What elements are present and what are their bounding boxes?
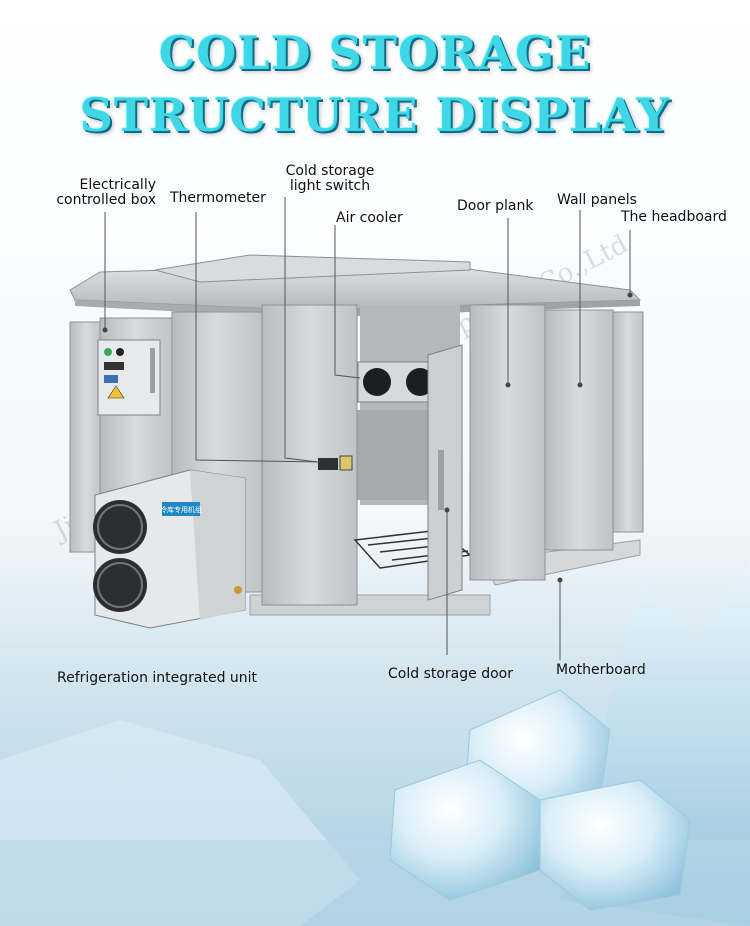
title-line-2: STRUCTURE DISPLAY: [79, 88, 671, 142]
leader-dots: [102, 292, 633, 583]
unit-badge-text: 冷库专用机组: [160, 505, 202, 514]
label-headboard: The headboard: [621, 209, 727, 225]
label-wall-panels: Wall panels: [557, 192, 637, 208]
label-cold-storage-door: Cold storage door: [388, 666, 513, 682]
label-ecb-line1: Electrically: [79, 177, 156, 193]
label-ecb-line2: controlled box: [56, 192, 156, 208]
leader-lines: [104, 197, 631, 660]
electrically-controlled-box: [97, 339, 161, 416]
label-electrically-controlled-box: Electrically controlled box: [40, 178, 156, 208]
label-motherboard: Motherboard: [556, 662, 646, 678]
light-switch: [339, 455, 353, 471]
label-light-switch-line1: Cold storage: [285, 163, 375, 179]
air-cooler: [357, 361, 439, 403]
label-thermometer: Thermometer: [170, 190, 266, 206]
label-light-switch: Cold storage light switch: [278, 164, 382, 194]
thermometer-display: [318, 458, 338, 470]
title-line-1: COLD STORAGE: [158, 26, 592, 80]
label-light-switch-line2: light switch: [289, 178, 371, 194]
label-air-cooler: Air cooler: [336, 210, 403, 226]
label-door-plank: Door plank: [457, 198, 534, 214]
ice-cubes: [389, 689, 691, 911]
right-wall-panels: [469, 304, 644, 581]
label-refrigeration-unit: Refrigeration integrated unit: [57, 670, 258, 686]
cold-storage-door-shape: [427, 344, 463, 601]
refrigeration-integrated-unit: 冷库专用机组: [93, 469, 246, 629]
